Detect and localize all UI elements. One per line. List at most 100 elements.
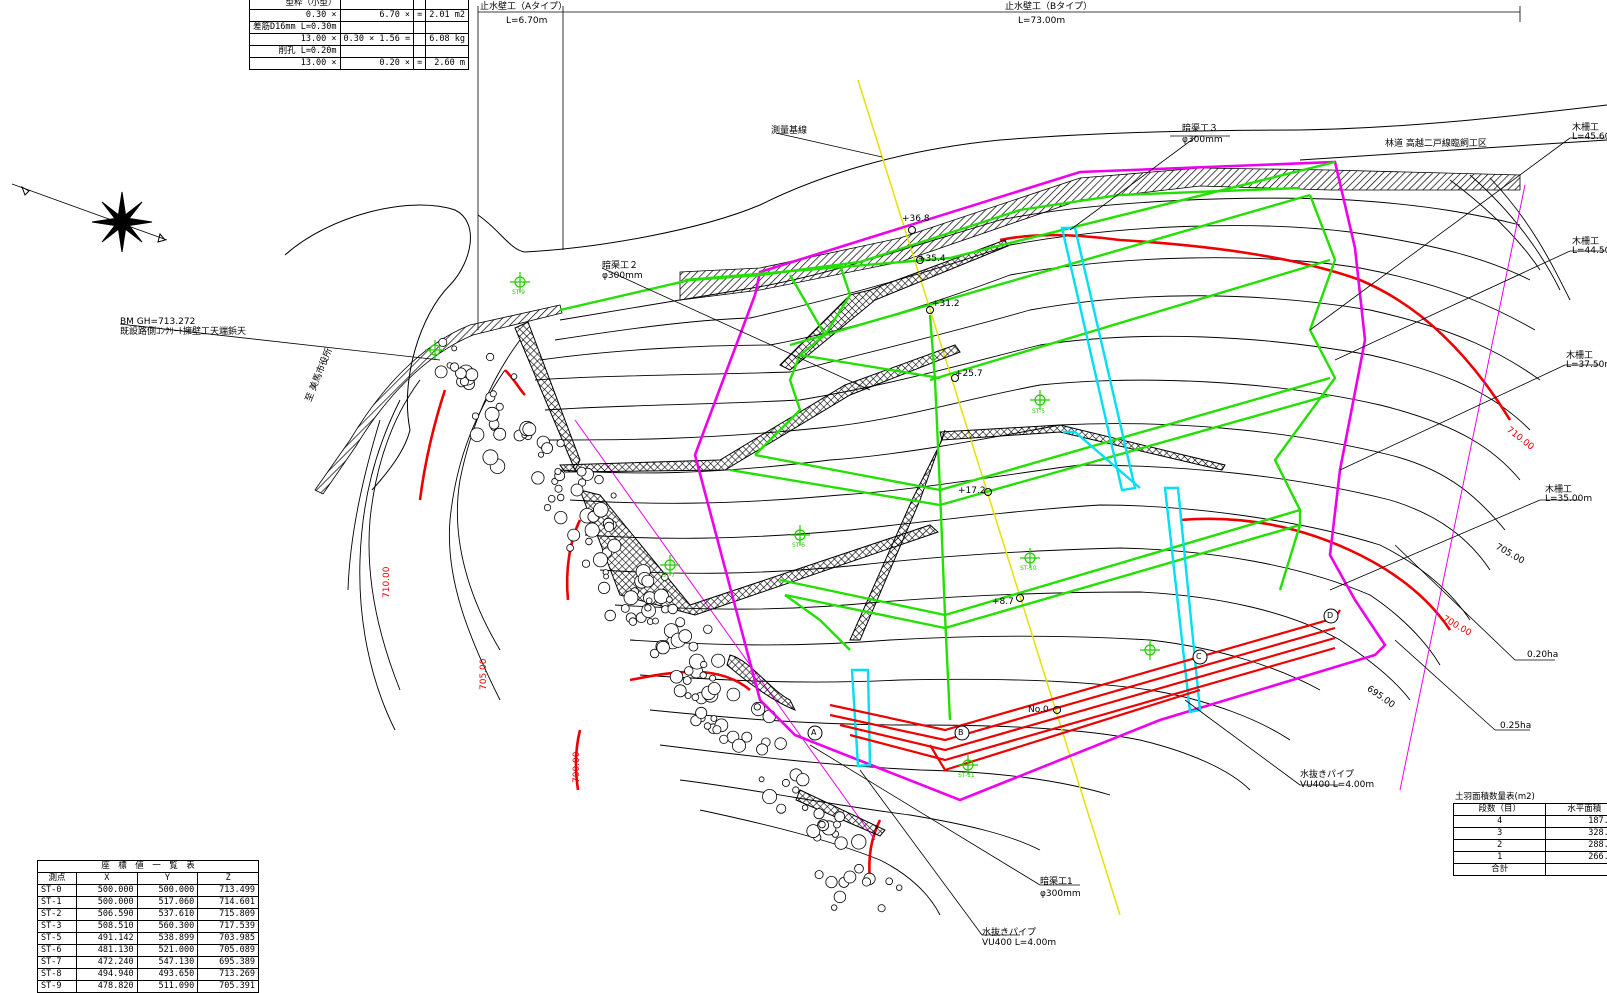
coordinate-cell: ST-5 (38, 933, 77, 945)
chainage-35-4: +35.4 (918, 255, 946, 264)
boulder (544, 504, 550, 510)
benchmark-desc: 既設路側ｺﾝｸﾘｰﾄ擁壁工天端鋲天 (120, 328, 246, 337)
boulder (486, 353, 493, 360)
boulder (797, 774, 809, 786)
station-no0: No.0 (1028, 706, 1049, 715)
area-cell: 2 (1454, 840, 1546, 852)
boulder (595, 475, 604, 484)
quantity-cell: 0.30 × 1.56 = (340, 34, 414, 46)
boulder (472, 413, 478, 419)
area-header-row: 段数（目）水平面積 (1454, 804, 1607, 816)
boulder (815, 871, 823, 879)
coordinate-cell: 695.389 (198, 957, 259, 969)
quantity-cell: 削孔 L=0.20m (250, 46, 341, 58)
quantity-cell: 6.08 kg (426, 34, 469, 46)
boulder (657, 641, 670, 654)
boulder (676, 618, 685, 627)
area-cell: 1 (1454, 852, 1546, 864)
boulder (704, 723, 711, 730)
area-header-cell: 段数（目） (1454, 804, 1546, 816)
boulder (855, 864, 864, 873)
boulder (439, 338, 447, 346)
boulder (696, 707, 707, 718)
culvert1-name: 暗渠工1 (1040, 878, 1073, 887)
boulder (793, 787, 799, 793)
fence4-length: L=35.00m (1545, 495, 1592, 504)
contour-710-left: 710.00 (383, 567, 392, 599)
boulder (555, 511, 567, 523)
boulder (594, 503, 609, 518)
coordinate-cell: ST-0 (38, 885, 77, 897)
quantity-cell (426, 22, 469, 34)
boulder (523, 423, 536, 436)
boulder (611, 493, 616, 498)
boulder (593, 553, 607, 567)
quantity-row: 13.00 ×0.30 × 1.56 = 6.08 kg (250, 34, 469, 46)
survey-baseline-label: 測量基線 (771, 127, 807, 136)
boulder (646, 598, 652, 604)
station-st10: ST-10 (1020, 566, 1037, 572)
contour-700-left: 700.00 (573, 752, 582, 784)
area-row: 合計 (1454, 864, 1607, 876)
point-b: B (958, 729, 964, 737)
coordinate-cell: 538.899 (137, 933, 198, 945)
pipe1-spec: VU400 L=4.00m (1300, 781, 1374, 790)
coordinate-table-title: 座 標 値 一 覧 表 (38, 861, 259, 873)
boulder (571, 484, 583, 496)
quantity-cell: 6.70 × (340, 10, 414, 22)
quantity-cell: 13.00 × (250, 58, 341, 70)
boulder (604, 522, 613, 531)
quantity-cell (414, 0, 426, 10)
chainage-17-2: +17.2 (958, 487, 986, 496)
quantity-cell: 13.00 × (250, 34, 341, 46)
drainage-pipes (852, 228, 1200, 766)
boulder (470, 428, 484, 442)
boulder (777, 804, 786, 813)
fence2-length: L=44.50m (1572, 247, 1607, 256)
boulder (692, 694, 699, 701)
quantity-cell: 0.20 × (340, 58, 414, 70)
boulder (727, 688, 740, 701)
reference-points (808, 609, 1338, 740)
wall-b-length: L=73.00m (1018, 17, 1065, 26)
quantity-row: 削孔 L=0.20m (250, 46, 469, 58)
chainage-31-2: +31.2 (932, 300, 960, 309)
boulder (450, 363, 458, 371)
boulder (548, 495, 555, 502)
coordinate-cell: 537.610 (137, 909, 198, 921)
boulder (452, 346, 457, 351)
coordinate-cell: 717.539 (198, 921, 259, 933)
boulder (621, 604, 629, 612)
boulder (700, 672, 706, 678)
boulder (555, 468, 561, 474)
coordinate-cell: 508.510 (76, 921, 137, 933)
coordinate-cell: 713.499 (198, 885, 259, 897)
coordinate-cell: 713.269 (198, 969, 259, 981)
boulder (712, 654, 725, 667)
boulder (604, 574, 609, 579)
coordinate-cell: 472.240 (76, 957, 137, 969)
boulder (494, 428, 506, 440)
boulder (802, 805, 808, 811)
area-cell: 187.98 (1546, 816, 1607, 828)
coordinate-cell: 705.391 (198, 981, 259, 993)
quantity-row: 13.00 ×0.20 ×=2.60 m (250, 58, 469, 70)
chainage-25-7: +25.7 (955, 370, 983, 379)
quantity-cell: = (414, 58, 426, 70)
boulder (568, 529, 580, 541)
boulder (713, 726, 721, 734)
boulder (685, 667, 694, 676)
quantity-cell (414, 34, 426, 46)
coordinate-cell: ST-8 (38, 969, 77, 981)
coordinate-cell: 560.300 (137, 921, 198, 933)
chainage-8-7: +8.7 (992, 598, 1014, 607)
boulder (814, 809, 824, 819)
quantity-row: 型枠（小型） (250, 0, 469, 10)
boulder (608, 539, 621, 552)
